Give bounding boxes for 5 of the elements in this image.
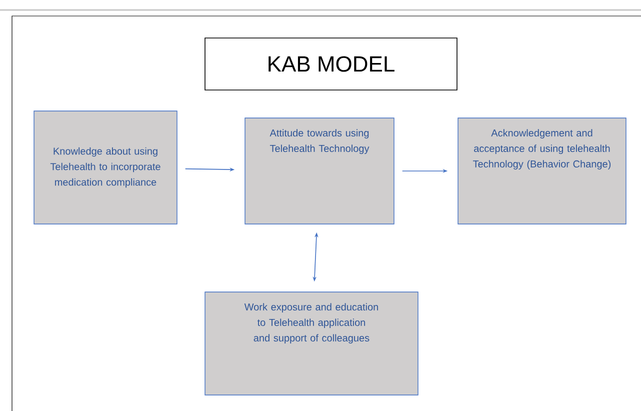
title-box: KAB MODEL	[204, 38, 458, 90]
text-box: Work exposure and education to Telehealth application and support of colleagues	[204, 292, 418, 396]
text-box: Knowledge about using Telehealth to incorporate medication compliance	[34, 110, 178, 224]
text-box: Acknowledgement and acceptance of using telehealth Technology (Behavior Change)	[458, 118, 626, 224]
text-box: Attitude towards using Telehealth Technology	[244, 118, 394, 224]
